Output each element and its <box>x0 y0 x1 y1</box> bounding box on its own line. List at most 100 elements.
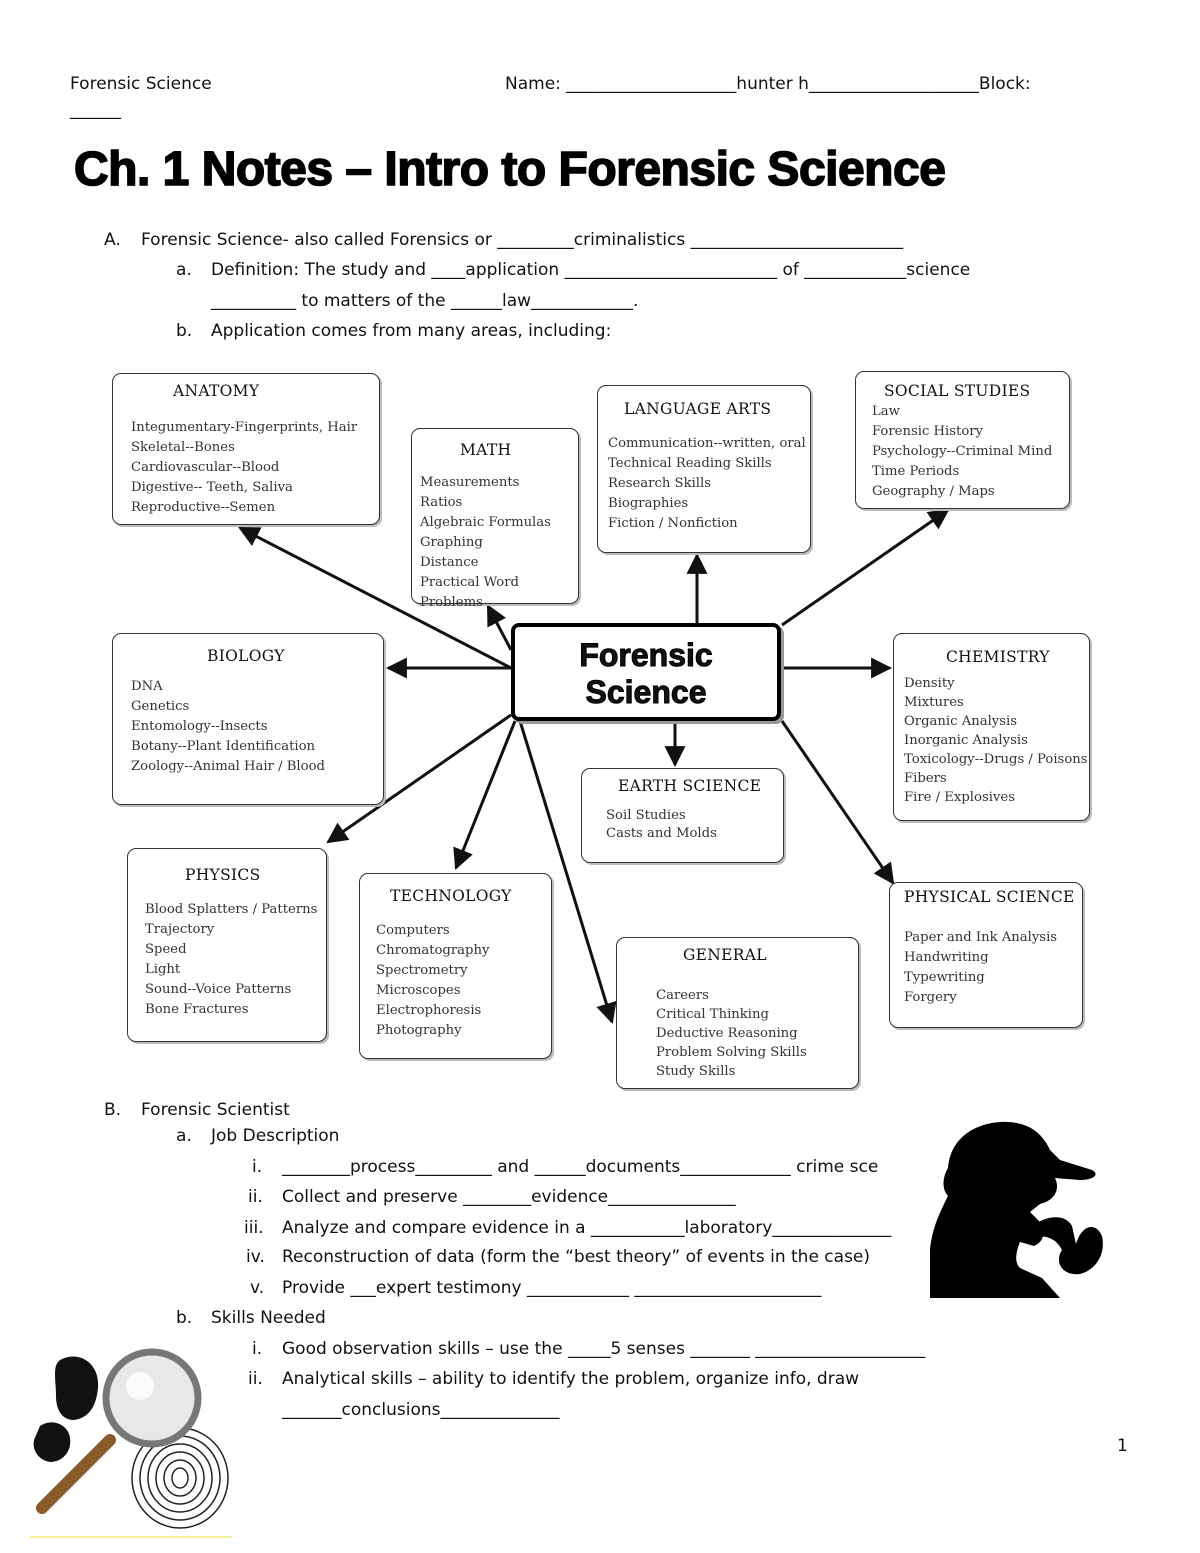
list-item: Communication--written, oral <box>608 436 806 451</box>
skills-label: Skills Needed <box>211 1308 326 1328</box>
language-arts-title: LANGUAGE ARTS <box>624 400 772 418</box>
physical-science-title: PHYSICAL SCIENCE <box>904 888 1075 906</box>
item-a-marker: a. <box>176 260 192 280</box>
list-item: Deductive Reasoning <box>656 1026 798 1041</box>
job-item: ________process_________ and ______docum… <box>282 1157 879 1177</box>
language-arts-box: LANGUAGE ARTS Communication--written, or… <box>597 385 811 553</box>
section-b-line: Forensic Scientist <box>141 1100 290 1120</box>
anatomy-box: ANATOMY Integumentary-Fingerprints, Hair… <box>112 373 380 525</box>
arrow-physics <box>326 713 512 844</box>
name-label: Name: <box>505 74 567 94</box>
skill-item-marker: ii. <box>248 1369 263 1389</box>
skill-item-continued: _______conclusions______________ <box>282 1400 560 1420</box>
list-item: Photography <box>376 1023 462 1038</box>
name-blank-after: ____________________ <box>808 74 979 94</box>
list-item: Computers <box>376 923 450 938</box>
earth-science-title: EARTH SCIENCE <box>618 777 762 795</box>
list-item: Genetics <box>131 699 190 714</box>
list-item: Organic Analysis <box>904 714 1018 729</box>
language-arts-list: Communication--written, oral Technical R… <box>598 418 810 534</box>
list-item: Skeletal--Bones <box>131 440 235 455</box>
list-item: Density <box>904 676 955 691</box>
physical-science-list: Paper and Ink Analysis Handwriting Typew… <box>890 906 1082 1008</box>
earth-science-box: EARTH SCIENCE Soil Studies Casts and Mol… <box>581 768 784 863</box>
center-line-2: Science <box>585 674 707 711</box>
list-item: Geography / Maps <box>872 484 995 499</box>
list-item: Technical Reading Skills <box>608 456 772 471</box>
math-list: Measurements Ratios Algebraic Formulas G… <box>412 459 578 613</box>
list-item: Mixtures <box>904 695 964 710</box>
forensic-science-center: Forensic Science <box>511 623 781 721</box>
list-item: Trajectory <box>145 922 215 937</box>
physical-science-box: PHYSICAL SCIENCE Paper and Ink Analysis … <box>889 882 1083 1028</box>
skills-marker: b. <box>176 1308 193 1328</box>
arrow-social-studies <box>781 508 950 627</box>
social-studies-list: Law Forensic History Psychology--Crimina… <box>856 400 1069 502</box>
chemistry-list: Density Mixtures Organic Analysis Inorga… <box>894 666 1089 807</box>
list-item: Forensic History <box>872 424 984 439</box>
list-item: Casts and Molds <box>606 826 717 841</box>
job-item: Collect and preserve ________evidence___… <box>282 1187 736 1207</box>
technology-box: TECHNOLOGY Computers Chromatography Spec… <box>359 873 552 1059</box>
list-item: Research Skills <box>608 476 711 491</box>
technology-list: Computers Chromatography Spectrometry Mi… <box>360 905 551 1041</box>
list-item: Zoology--Animal Hair / Blood <box>131 759 325 774</box>
list-item: Reproductive--Semen <box>131 500 276 515</box>
name-blank-before: ____________________ <box>566 74 737 94</box>
application-line: Application comes from many areas, inclu… <box>211 321 612 341</box>
list-item: Algebraic Formulas <box>420 515 551 530</box>
arrow-math <box>486 604 513 651</box>
list-item: Light <box>145 962 181 977</box>
list-item: Fire / Explosives <box>904 790 1015 805</box>
job-description-label: Job Description <box>211 1126 340 1146</box>
chemistry-title: CHEMISTRY <box>946 648 1050 666</box>
job-item-marker: ii. <box>248 1187 263 1207</box>
job-item: Provide ___expert testimony ____________… <box>282 1278 822 1298</box>
center-line-1: Forensic <box>579 637 713 674</box>
block-label: Block: <box>978 74 1031 94</box>
anatomy-title: ANATOMY <box>173 382 260 400</box>
list-item: Law <box>872 404 900 419</box>
list-item: Entomology--Insects <box>131 719 268 734</box>
list-item: Toxicology--Drugs / Poisons <box>904 752 1088 767</box>
list-item: Microscopes <box>376 983 461 998</box>
list-item: Sound--Voice Patterns <box>145 982 292 997</box>
list-item: Biographies <box>608 496 689 511</box>
name-line: Name: ____________________hunter h______… <box>505 74 1031 94</box>
list-item: Practical Word Problems <box>420 575 519 610</box>
biology-title: BIOLOGY <box>207 647 285 665</box>
general-box: GENERAL Careers Critical Thinking Deduct… <box>616 937 859 1089</box>
list-item: Study Skills <box>656 1064 736 1079</box>
general-list: Careers Critical Thinking Deductive Reas… <box>617 964 858 1081</box>
math-box: MATH Measurements Ratios Algebraic Formu… <box>411 428 579 610</box>
list-item: Careers <box>656 988 709 1003</box>
job-item-marker: iii. <box>244 1218 264 1238</box>
arrow-anatomy <box>238 526 512 670</box>
biology-box: BIOLOGY DNA Genetics Entomology--Insects… <box>112 633 384 805</box>
list-item: Measurements <box>420 475 520 490</box>
list-item: Spectrometry <box>376 963 468 978</box>
list-item: Ratios <box>420 495 463 510</box>
list-item: Blood Splatters / Patterns <box>145 902 318 917</box>
anatomy-list: Integumentary-Fingerprints, Hair Skeleta… <box>113 400 379 518</box>
skill-item: Analytical skills – ability to identify … <box>282 1369 860 1389</box>
social-studies-title: SOCIAL STUDIES <box>884 382 1031 400</box>
list-item: Speed <box>145 942 187 957</box>
list-item: Integumentary-Fingerprints, Hair <box>131 420 358 435</box>
page-title: Ch. 1 Notes – Intro to Forensic Science <box>73 142 946 197</box>
list-item: Graphing <box>420 535 483 550</box>
physics-list: Blood Splatters / Patterns Trajectory Sp… <box>128 884 326 1020</box>
item-b-marker: b. <box>176 321 193 341</box>
list-item: Critical Thinking <box>656 1007 769 1022</box>
section-b-marker: B. <box>104 1100 122 1120</box>
list-item: Paper and Ink Analysis <box>904 930 1058 945</box>
general-title: GENERAL <box>683 946 767 964</box>
physics-box: PHYSICS Blood Splatters / Patterns Traje… <box>127 848 327 1042</box>
job-item-marker: v. <box>250 1278 265 1298</box>
list-item: DNA <box>131 679 163 694</box>
list-item: Fiction / Nonfiction <box>608 516 738 531</box>
block-blank: ______ <box>70 100 121 120</box>
course-name: Forensic Science <box>70 74 212 94</box>
job-item: Reconstruction of data (form the “best t… <box>282 1247 871 1267</box>
skill-item-marker: i. <box>252 1339 263 1359</box>
